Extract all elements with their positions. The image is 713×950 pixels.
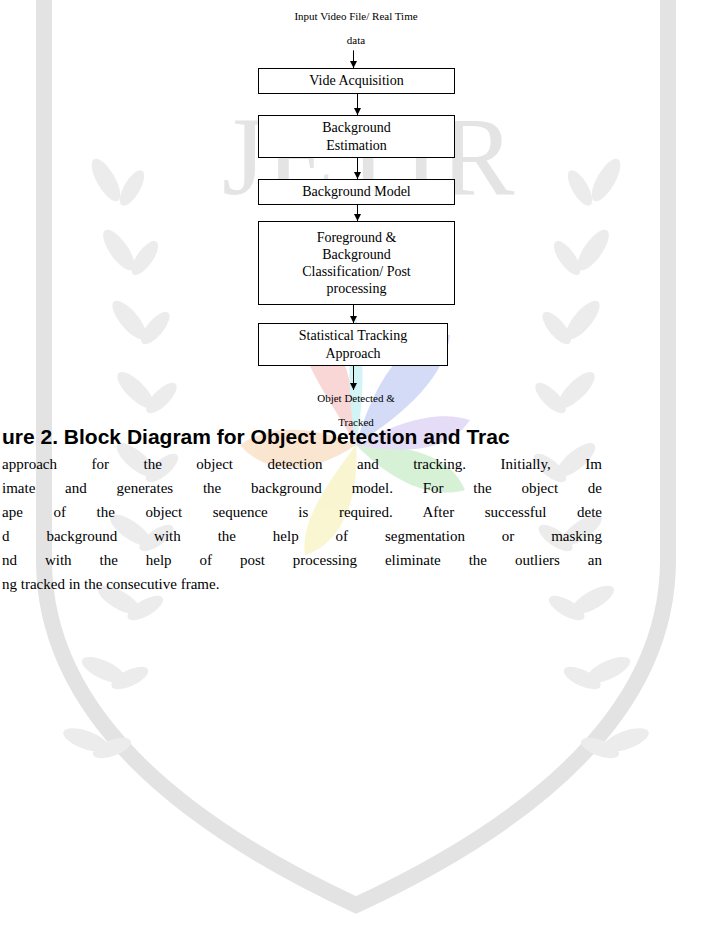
box-label: Foreground & Background Classification/ … bbox=[291, 229, 423, 297]
box-label: Background Model bbox=[302, 183, 410, 200]
watermark-shield bbox=[44, 0, 668, 905]
body-text: d background with the help of segmentati… bbox=[2, 527, 602, 545]
io-arrow bbox=[353, 50, 354, 68]
body-text: nd with the help of post processing elim… bbox=[2, 551, 602, 569]
process-box: Background Estimation bbox=[258, 115, 455, 158]
body-text: ape of the object sequence is required. … bbox=[2, 503, 602, 521]
box-label: Statistical Tracking Approach bbox=[278, 327, 428, 361]
process-box: Background Model bbox=[258, 179, 455, 205]
process-box: Vide Acquisition bbox=[258, 68, 455, 94]
process-box: Statistical Tracking Approach bbox=[258, 323, 448, 366]
figure-caption: ure 2. Block Diagram for Object Detectio… bbox=[2, 424, 510, 449]
input-label: Input Video File/ Real Time data bbox=[290, 4, 422, 52]
box-label: Background Estimation bbox=[301, 119, 413, 153]
body-text: ng tracked in the consecutive frame. bbox=[2, 575, 602, 593]
io-arrow bbox=[353, 366, 354, 390]
body-text: approach for the object detection and tr… bbox=[2, 455, 602, 473]
body-text: imate and generates the background model… bbox=[2, 479, 602, 497]
flow-arrow bbox=[353, 305, 354, 323]
box-label: Vide Acquisition bbox=[309, 72, 403, 89]
process-box: Foreground & Background Classification/ … bbox=[258, 221, 455, 305]
